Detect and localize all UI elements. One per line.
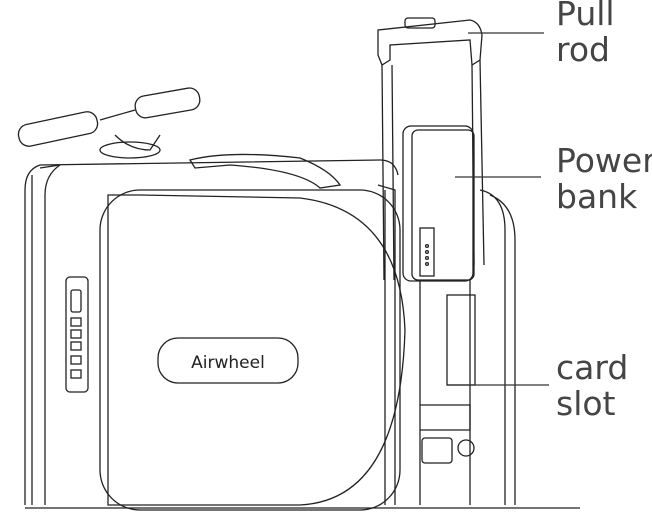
label-line: Power	[556, 141, 652, 180]
pull-rod	[377, 17, 485, 281]
brand-logo: Airwheel	[191, 353, 265, 373]
power-bank-label: Power bank	[556, 143, 652, 215]
label-line: bank	[556, 177, 638, 216]
handlebar	[17, 87, 201, 159]
card-slot-label: card slot	[556, 350, 628, 422]
brand-plate	[157, 337, 299, 384]
pull-rod-label: Pull rod	[556, 0, 615, 68]
label-line: Pull	[556, 0, 615, 33]
power-bank	[402, 125, 475, 282]
top-handle	[188, 153, 342, 189]
label-line: card	[556, 348, 629, 387]
label-line: rod	[556, 30, 610, 69]
label-line: slot	[556, 384, 616, 423]
card-base	[420, 404, 471, 431]
usb-port	[421, 437, 453, 464]
round-port	[457, 439, 475, 457]
suitcase-body	[24, 159, 516, 511]
card-slot	[446, 294, 476, 386]
combination-lock	[65, 276, 89, 393]
